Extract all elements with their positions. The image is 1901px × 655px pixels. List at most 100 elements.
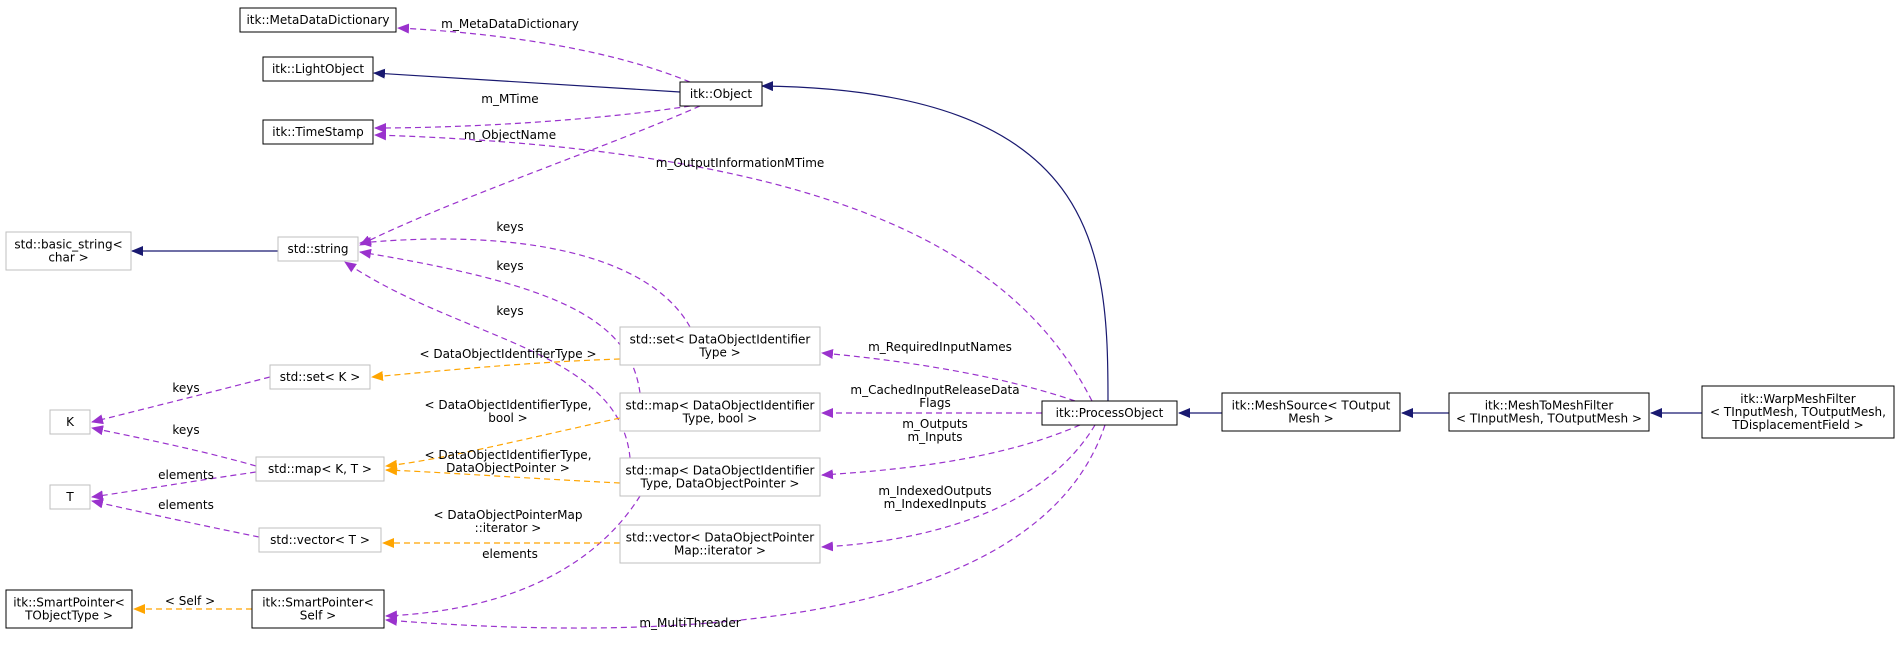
edge-e-mapptr-str xyxy=(344,261,631,459)
node-time-stamp[interactable]: itk::TimeStamp xyxy=(262,119,374,145)
edge-label-line: ::iterator > xyxy=(475,521,542,535)
node-box xyxy=(619,326,821,366)
node-label: T xyxy=(65,490,74,504)
edge-label: < Self > xyxy=(165,594,215,608)
edge-e-mapkt-k xyxy=(91,425,257,467)
node-label: < TInputMesh, TOutputMesh, xyxy=(1710,405,1886,419)
node-label: TObjectType > xyxy=(24,609,113,623)
node-box xyxy=(49,409,91,435)
edge-label-line: m_IndexedInputs xyxy=(884,497,987,511)
edge-label-line: elements xyxy=(482,547,538,561)
edge-e-mapbool-str xyxy=(359,248,641,394)
edge-label: m_OutputInformationMTime xyxy=(656,156,825,170)
edge-e-vect-t xyxy=(91,498,260,538)
node-label: K xyxy=(66,415,75,429)
node-label: std::set< DataObjectIdentifier xyxy=(630,333,811,347)
edge-label: keys xyxy=(496,220,523,234)
node-label: itk::SmartPointer< xyxy=(262,596,374,610)
edge-label: keys xyxy=(172,381,199,395)
node-t[interactable]: T xyxy=(49,484,91,510)
edge-label: elements xyxy=(158,468,214,482)
node-mesh-to-mesh[interactable]: itk::MeshToMeshFilter< TInputMesh, TOutp… xyxy=(1448,392,1650,432)
node-label: itk::ProcessObject xyxy=(1056,406,1164,420)
edge-label-line: m_MultiThreader xyxy=(639,616,740,630)
edge-label: elements xyxy=(158,498,214,512)
edge-label: m_ObjectName xyxy=(464,128,556,142)
node-process-object[interactable]: itk::ProcessObject xyxy=(1041,400,1178,426)
node-box xyxy=(619,457,821,497)
edge-e-mapptr-mapkt xyxy=(385,465,621,484)
node-label: itk::LightObject xyxy=(272,62,364,76)
node-label: std::map< DataObjectIdentifier xyxy=(626,464,815,478)
edge-label-line: keys xyxy=(172,381,199,395)
node-label: std::vector< DataObjectPointer xyxy=(626,531,815,545)
edge-label-line: bool > xyxy=(488,411,528,425)
node-metadata-dictionary[interactable]: itk::MetaDataDictionary xyxy=(239,7,397,33)
node-label: std::string xyxy=(287,242,348,256)
edge-label-line: m_Outputs xyxy=(902,417,968,431)
edge-e-po-mapptr xyxy=(821,424,1081,480)
node-label: itk::MeshSource< TOutput xyxy=(1232,399,1391,413)
edge-e-obj-ts xyxy=(374,105,691,133)
node-label: itk::MetaDataDictionary xyxy=(246,13,389,27)
node-label: std::map< K, T > xyxy=(268,462,372,476)
node-mesh-source[interactable]: itk::MeshSource< TOutputMesh > xyxy=(1221,392,1401,432)
edge-label-line: < DataObjectIdentifierType, xyxy=(424,448,591,462)
node-box xyxy=(262,56,374,82)
node-box xyxy=(251,589,385,629)
node-label: Type > xyxy=(698,346,740,360)
edge-label: < DataObjectIdentifierType,DataObjectPoi… xyxy=(424,448,591,475)
node-label: std::basic_string< xyxy=(14,238,122,252)
edge-label-line: m_MTime xyxy=(481,92,538,106)
edge-label: elements xyxy=(482,547,538,561)
edge-label-line: keys xyxy=(496,220,523,234)
node-vector-dop[interactable]: std::vector< DataObjectPointerMap::itera… xyxy=(619,524,821,564)
node-string[interactable]: std::string xyxy=(277,236,359,262)
node-map-doi-ptr[interactable]: std::map< DataObjectIdentifierType, Data… xyxy=(619,457,821,497)
edge-e-po-sp xyxy=(385,424,1106,629)
node-basic-string[interactable]: std::basic_string<char > xyxy=(5,231,132,271)
node-k[interactable]: K xyxy=(49,409,91,435)
edge-label-line: keys xyxy=(496,259,523,273)
edge-label: < DataObjectIdentifierType > xyxy=(419,347,596,361)
edge-label-line: m_IndexedOutputs xyxy=(878,484,991,498)
edge-label-line: < DataObjectIdentifierType > xyxy=(419,347,596,361)
node-warp-mesh[interactable]: itk::WarpMeshFilter< TInputMesh, TOutput… xyxy=(1701,385,1895,439)
node-light-object[interactable]: itk::LightObject xyxy=(262,56,374,82)
node-box xyxy=(269,364,371,390)
node-smart-pointer-self[interactable]: itk::SmartPointer<Self > xyxy=(251,589,385,629)
node-vector-t[interactable]: std::vector< T > xyxy=(258,527,382,553)
edge-label: < DataObjectIdentifierType,bool > xyxy=(424,398,591,425)
node-object[interactable]: itk::Object xyxy=(679,81,763,107)
node-label: itk::Object xyxy=(690,87,752,101)
node-box xyxy=(262,119,374,145)
node-smart-pointer-type[interactable]: itk::SmartPointer<TObjectType > xyxy=(5,589,133,629)
edge-label: m_MTime xyxy=(481,92,538,106)
edge-e-lightobj-inh xyxy=(373,68,681,93)
node-label: Type, bool > xyxy=(682,412,758,426)
edge-label: m_MetaDataDictionary xyxy=(441,17,579,31)
edge-e-obj-mdd xyxy=(397,23,691,83)
node-label: Mesh > xyxy=(1288,412,1333,426)
node-label: itk::TimeStamp xyxy=(272,125,363,139)
node-label: itk::MeshToMeshFilter xyxy=(1485,399,1614,413)
edge-label: keys xyxy=(172,423,199,437)
edge-label-line: Flags xyxy=(919,396,950,410)
node-map-kt[interactable]: std::map< K, T > xyxy=(255,456,385,482)
node-set-doi[interactable]: std::set< DataObjectIdentifierType > xyxy=(619,326,821,366)
node-set-k[interactable]: std::set< K > xyxy=(269,364,371,390)
node-label: Map::iterator > xyxy=(674,544,766,558)
node-box xyxy=(619,524,821,564)
edge-label: < DataObjectPointerMap::iterator > xyxy=(433,508,582,535)
node-label: std::vector< T > xyxy=(270,533,370,547)
node-box xyxy=(1701,385,1895,439)
node-map-doi-bool[interactable]: std::map< DataObjectIdentifierType, bool… xyxy=(619,392,821,432)
edge-label-line: m_RequiredInputNames xyxy=(868,340,1012,354)
edge-label-line: DataObjectPointer > xyxy=(446,461,570,475)
node-label: char > xyxy=(48,251,88,265)
node-label: itk::SmartPointer< xyxy=(13,596,125,610)
